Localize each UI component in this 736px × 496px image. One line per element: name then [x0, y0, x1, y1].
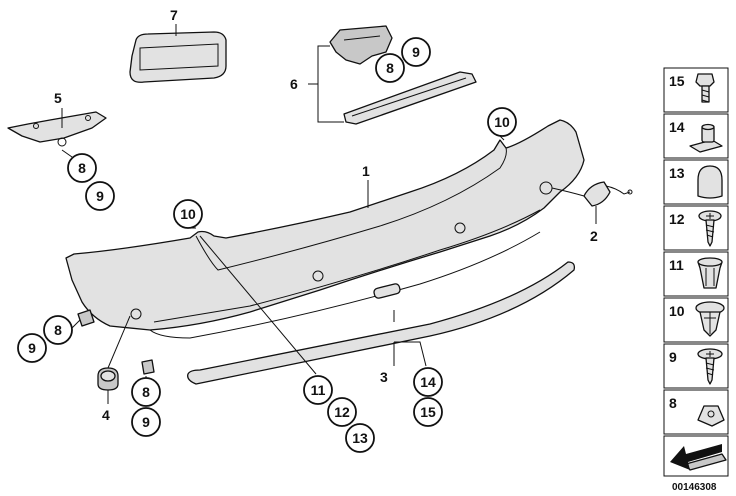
part-1-bumper-cover: [65, 119, 585, 339]
washer-screw-icon: [697, 348, 723, 385]
callout-8-bottom: 8: [131, 377, 161, 407]
svg-text:12: 12: [334, 404, 350, 420]
svg-text:8: 8: [54, 322, 62, 338]
bolt-icon: [695, 73, 715, 103]
legend-panel: 15 14 13 12: [663, 67, 729, 493]
label-6: 6: [290, 76, 298, 92]
svg-text:13: 13: [669, 165, 685, 181]
svg-text:13: 13: [352, 430, 368, 446]
legend-arrow-box: [663, 435, 729, 477]
callout-14: 14: [413, 367, 443, 397]
legend-item-10: 10: [663, 297, 729, 343]
svg-text:14: 14: [669, 119, 685, 135]
svg-text:15: 15: [669, 73, 685, 89]
cap-icon: [697, 165, 723, 199]
rivet-icon: [695, 301, 725, 337]
clip-nut-icon: [689, 123, 723, 153]
label-5: 5: [54, 90, 62, 106]
callout-9-left: 9: [85, 181, 115, 211]
legend-item-9: 9: [663, 343, 729, 389]
part-5-bracket: [7, 108, 107, 147]
svg-text:9: 9: [142, 414, 150, 430]
label-3: 3: [380, 369, 388, 385]
legend-item-11: 11: [663, 251, 729, 297]
clip-icon: [697, 405, 725, 427]
svg-text:10: 10: [494, 114, 510, 130]
label-2: 2: [590, 228, 598, 244]
callout-13: 13: [345, 423, 375, 453]
svg-text:9: 9: [412, 44, 420, 60]
svg-text:11: 11: [311, 382, 326, 398]
callout-9-bottom-left: 9: [17, 333, 47, 363]
callout-8-top: 8: [375, 53, 405, 83]
callout-15: 15: [413, 397, 443, 427]
callout-8-bottom-left: 8: [43, 315, 73, 345]
legend-item-14: 14: [663, 113, 729, 159]
part-2-cap: [551, 181, 633, 224]
legend-item-15: 15: [663, 67, 729, 113]
svg-text:10: 10: [669, 303, 685, 319]
leader-11: [199, 235, 317, 375]
svg-text:9: 9: [669, 349, 677, 365]
part-7-cover: [129, 24, 227, 83]
svg-text:10: 10: [180, 206, 196, 222]
legend-item-8: 8: [663, 389, 729, 435]
callout-9-bottom: 9: [131, 407, 161, 437]
label-7: 7: [170, 7, 178, 23]
part-3-trim-strip: [187, 261, 576, 385]
svg-text:8: 8: [78, 160, 86, 176]
legend-item-13: 13: [663, 159, 729, 205]
callout-9-top: 9: [401, 37, 431, 67]
expanding-nut-icon: [697, 257, 723, 289]
label-4: 4: [102, 407, 110, 423]
callout-12: 12: [327, 397, 357, 427]
svg-text:9: 9: [96, 188, 104, 204]
svg-text:11: 11: [669, 257, 684, 273]
svg-text:8: 8: [142, 384, 150, 400]
reference-id: 00146308: [672, 482, 717, 493]
arrow-icon: [670, 444, 727, 471]
callout-11: 11: [303, 375, 333, 405]
svg-text:9: 9: [28, 340, 36, 356]
svg-text:14: 14: [420, 374, 436, 390]
label-1: 1: [362, 163, 370, 179]
callout-10-right: 10: [487, 107, 517, 137]
svg-text:8: 8: [386, 60, 394, 76]
callout-10-left: 10: [173, 199, 203, 229]
part-6-bracket-strip: [308, 25, 477, 125]
svg-text:8: 8: [669, 395, 677, 411]
callout-8-left: 8: [67, 153, 97, 183]
part-4-sensor: [97, 315, 131, 404]
svg-text:12: 12: [669, 211, 685, 227]
screw-icon: [698, 210, 722, 247]
legend-item-12: 12: [663, 205, 729, 251]
svg-text:15: 15: [420, 404, 436, 420]
clip-left: [77, 309, 155, 375]
